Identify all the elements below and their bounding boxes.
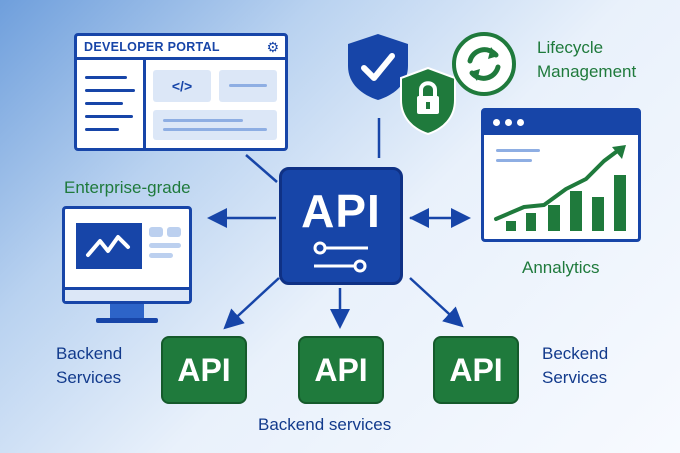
analytics-chart-icon bbox=[494, 145, 626, 231]
lifecycle-label: Lifecycle Management bbox=[537, 36, 636, 84]
lifecycle-label-line1: Lifecycle bbox=[537, 38, 604, 57]
analytics-label: Annalytics bbox=[522, 258, 600, 277]
gear-icon: ⚙ bbox=[266, 39, 279, 55]
analytics-text-line bbox=[496, 149, 540, 152]
monitor-icon bbox=[62, 206, 192, 304]
backend-left-label-line2: Services bbox=[56, 368, 122, 387]
portal-sidebar-line bbox=[85, 128, 119, 131]
portal-sidebar-line bbox=[85, 76, 127, 79]
shield-check-icon bbox=[348, 34, 408, 100]
backend-left-label-line1: Backend bbox=[56, 344, 123, 363]
backend-right-label: Beckend Services bbox=[542, 342, 608, 390]
monitor-stand bbox=[110, 304, 144, 318]
window-dot bbox=[505, 119, 512, 126]
monitor-side-line bbox=[149, 253, 173, 258]
developer-portal-window: DEVELOPER PORTAL ⚙ </> bbox=[74, 33, 288, 151]
analytics-title-bar bbox=[484, 111, 638, 135]
backend-api-label: API bbox=[314, 352, 368, 388]
monitor-bezel bbox=[65, 287, 189, 301]
arrow-hub-to-right-api bbox=[409, 277, 464, 328]
backend-left-label: Backend Services bbox=[56, 342, 122, 390]
portal-panel-line bbox=[163, 128, 267, 131]
analytics-text-line bbox=[496, 159, 532, 162]
portal-sidebar-line bbox=[85, 102, 123, 105]
code-chip: </> bbox=[153, 70, 211, 102]
portal-panel-wide bbox=[153, 110, 277, 140]
refresh-cycle-icon bbox=[452, 32, 516, 96]
line-portal-to-hub bbox=[245, 154, 278, 183]
api-hub-label: API bbox=[301, 185, 381, 237]
connector-icon bbox=[313, 241, 368, 273]
monitor-side-chip bbox=[149, 227, 163, 237]
portal-sidebar-line bbox=[85, 89, 135, 92]
analytics-window bbox=[481, 108, 641, 242]
monitor-side-chip bbox=[167, 227, 181, 237]
backend-api-box-center: API bbox=[298, 336, 384, 404]
monitor-base bbox=[96, 318, 158, 323]
backend-api-label: API bbox=[449, 352, 503, 388]
monitor-chart-panel bbox=[76, 223, 142, 269]
monitor-chart-icon bbox=[86, 235, 130, 257]
enterprise-label: Enterprise-grade bbox=[64, 178, 191, 197]
window-dot bbox=[493, 119, 500, 126]
api-hub: API bbox=[279, 167, 403, 285]
portal-title-bar: DEVELOPER PORTAL ⚙ bbox=[77, 36, 285, 60]
lifecycle-label-line2: Management bbox=[537, 62, 637, 81]
backend-api-box-left: API bbox=[161, 336, 247, 404]
monitor-side-line bbox=[149, 243, 181, 248]
portal-divider bbox=[143, 60, 146, 148]
portal-sidebar-line bbox=[85, 115, 133, 118]
backend-right-label-line2: Services bbox=[542, 368, 608, 387]
portal-panel-line bbox=[229, 84, 267, 87]
backend-api-box-right: API bbox=[433, 336, 519, 404]
backend-right-label-line1: Beckend bbox=[542, 344, 609, 363]
portal-panel bbox=[219, 70, 277, 102]
portal-panel-line bbox=[163, 119, 243, 122]
arrow-hub-to-left-api bbox=[223, 277, 280, 330]
portal-title: DEVELOPER PORTAL bbox=[84, 40, 220, 54]
window-dot bbox=[517, 119, 524, 126]
backend-bottom-label: Backend services bbox=[258, 415, 392, 434]
shield-lock-icon bbox=[400, 66, 456, 136]
backend-api-label: API bbox=[177, 352, 231, 388]
